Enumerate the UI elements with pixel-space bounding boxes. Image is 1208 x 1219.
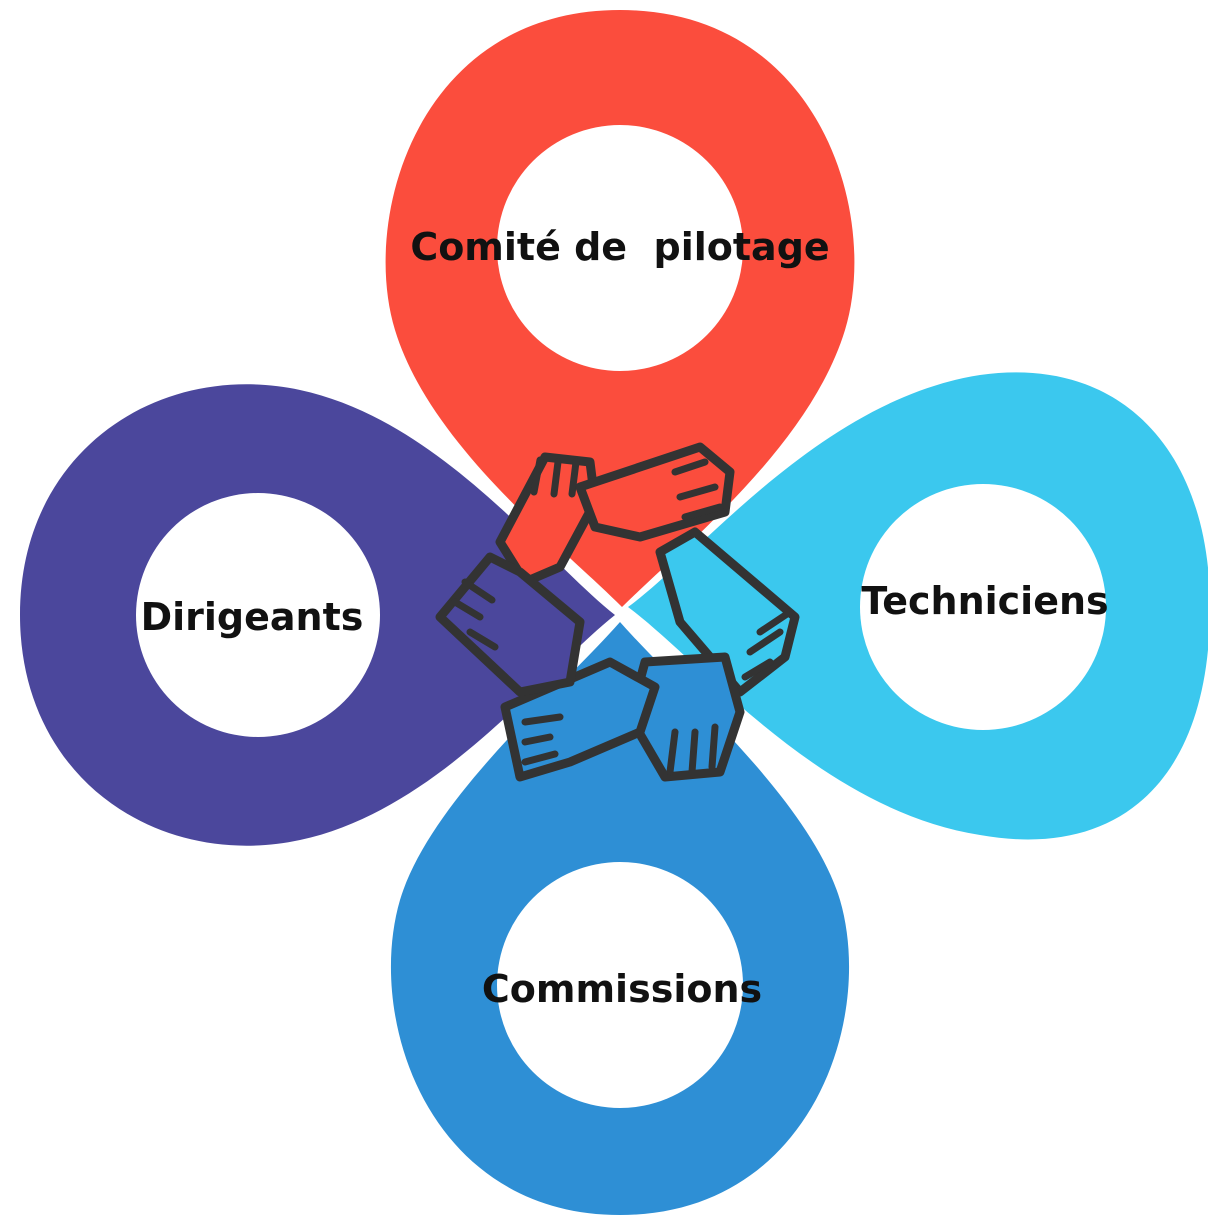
hand-bottom-left-icon [500,657,660,782]
petal-right-hole [860,484,1106,730]
hand-right-icon [655,527,800,697]
petal-top: Comité de pilotage [385,10,855,607]
petal-right: Techniciens [628,372,1208,840]
petal-left: Dirigeants [20,384,615,846]
petal-bottom-hole [497,862,743,1108]
label-commissions: Commissions [482,967,762,1011]
label-comite-de-pilotage: Comité de pilotage [410,225,829,269]
petal-top-hole [497,125,743,371]
label-techniciens: Techniciens [861,579,1108,623]
petal-left-hole [136,493,380,737]
petal-bottom: Commissions [390,622,850,1215]
hand-left-icon [435,552,585,697]
label-dirigeants: Dirigeants [141,595,364,639]
hands-circle-icon [435,442,800,782]
hand-top-right-icon [575,442,735,542]
